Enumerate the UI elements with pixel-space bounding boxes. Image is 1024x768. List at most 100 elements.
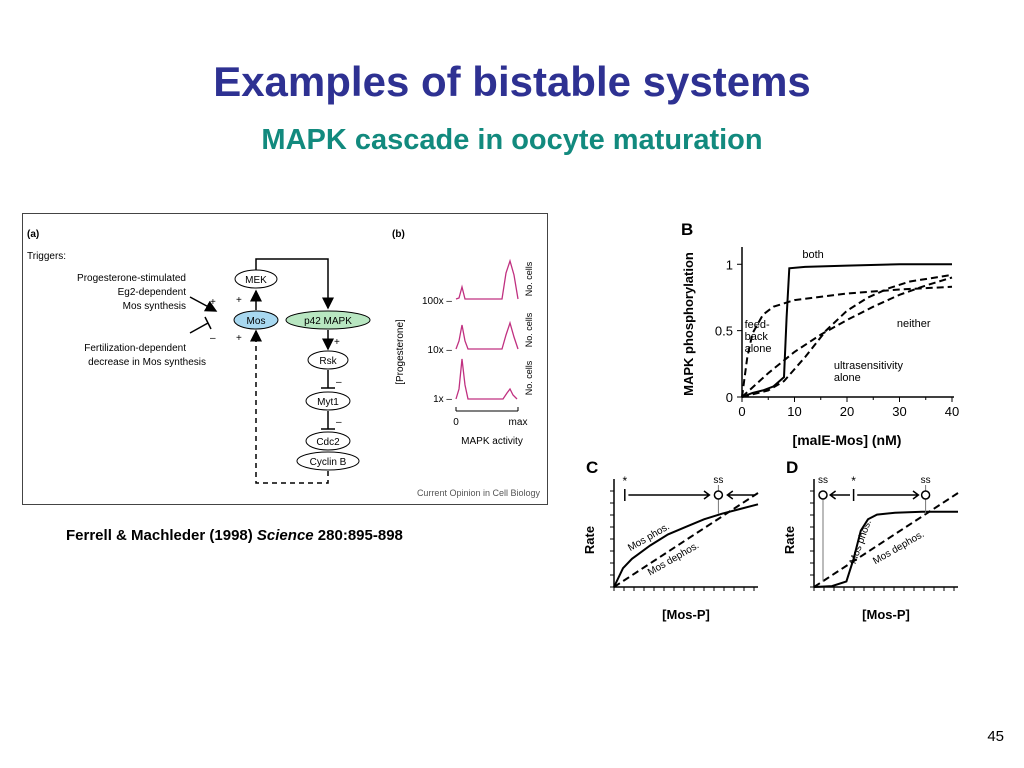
trigger1-line3: Mos synthesis [123,301,186,312]
chart-c-series-line [613,492,759,588]
citation: Ferrell & Machleder (1998) Science 280:8… [66,527,403,544]
citation-journal: Science [256,527,314,544]
chart-b-annotation-neither: neither [897,318,931,330]
mos-label: Mos [247,316,266,327]
chart-c-ss-label: ss [713,475,723,486]
chart-d-arrow-right [857,490,920,500]
panel-b-xaxis [455,407,519,412]
chart-b: B 0 10 20 30 40 0 0.5 1 MAPK phosphorylation [malE… [681,220,959,448]
page-number: 45 [987,728,1004,745]
chart-d-ylabel: Rate [782,526,797,554]
trigger1-line1: Progesterone-stimulated [77,273,186,284]
mos-node [233,310,279,330]
chart-b-xtick-label: 10 [787,404,801,419]
panel-b-xtick-0: 0 [453,417,459,428]
chart-c-ss-marker [713,490,724,500]
chart-d-phos-label: Mos phos. [848,518,874,565]
trigger2-line1: Fertilization-dependent [84,343,186,354]
chart-c-panel-label: C [586,458,598,477]
chart-b-ylabel: MAPK phosphorylation [681,252,696,396]
row-100x: 100x – [422,296,452,307]
feedback-plus: + [236,333,242,344]
panel-b-xtick-max: max [509,417,528,428]
chart-d-dephos-label: Mos dephos. [871,529,926,567]
mek-to-p42-edge [255,258,334,310]
chart-b-series-line [741,276,953,398]
citation-ref: 280:895-898 [313,527,403,544]
row-label-100x: No. cells [524,261,534,296]
trigger2-minus: – [210,333,216,344]
trigger1-line2: Eg2-dependent [118,287,187,298]
chart-c-arrow-left [726,490,755,500]
chart-b-annotation-ultrasensitivity: ultrasensitivity [834,360,904,372]
row-1x: 1x – [433,394,452,405]
chart-c-star: * [622,474,627,488]
p42-label: p42 MAPK [304,316,352,327]
chart-d-ss-left-marker [818,490,828,500]
figure-credit: Current Opinion in Cell Biology [417,488,541,498]
panel-b-label: (b) [392,229,405,240]
myt1-label: Myt1 [317,397,339,408]
panel-a-label: (a) [27,229,39,240]
chart-c-dephos-label: Mos dephos. [646,540,701,578]
chart-b-annotation-feedback: back [745,331,769,343]
trigger1-plus: + [210,297,216,308]
chart-b-xtick-label: 0 [738,404,745,419]
myt1-node [305,391,351,411]
chart-b-annotation-ultrasensitivity: alone [834,372,861,384]
feedback-edge [250,329,329,484]
chart-b-annotation-feedback: alone [745,343,772,355]
panel-b-ylabel: [Progesterone] [395,319,406,385]
row-label-10x: No. cells [524,312,534,347]
cdc2-node [305,431,351,451]
chart-b-ytick-label: 0.5 [715,324,733,339]
rsk-to-myt1-edge [321,370,335,389]
chart-b-panel-label: B [681,220,693,239]
chart-c-phos-label: Mos phos. [626,521,671,554]
chart-d-panel-label: D [786,458,798,477]
chart-d-series-line [813,510,958,588]
cyclin-node [296,451,360,471]
mos-mek-plus: + [236,295,242,306]
chart-b-annotation-both: both [802,249,823,261]
trigger2-inhibit [189,316,212,334]
myt1-to-cdc2-edge [321,411,335,430]
chart-b-xlabel: [malE-Mos] (nM) [793,432,902,448]
slide-title: Examples of bistable systems [213,58,811,105]
chart-d-ss-label: ss [921,475,931,486]
chart-b-ytick-label: 0 [726,390,733,405]
histogram-100x [455,258,519,300]
cdc2-label: Cdc2 [316,437,340,448]
trigger1-arrow [189,296,218,312]
chart-d-series-line [813,492,959,588]
chart-d-xlabel: [Mos-P] [862,607,910,622]
p42-rsk-plus: + [334,337,340,348]
chart-b-xtick-label: 40 [945,404,959,419]
cyclin-label: Cyclin B [310,457,347,468]
trigger2-line2: decrease in Mos synthesis [88,357,206,368]
chart-b-series-line [741,263,952,398]
citation-authors: Ferrell & Machleder (1998) [66,527,257,544]
p42-node [285,310,371,330]
rsk-myt1-minus: – [336,377,342,388]
chart-c-arrow-right [628,490,711,500]
network-figure: (a) Triggers: Progesterone-stimulated Eg… [22,213,548,505]
slide-subtitle: MAPK cascade in oocyte maturation [261,124,763,156]
rsk-node [307,350,349,370]
chart-b-series-line [741,273,953,398]
chart-b-xtick-label: 20 [840,404,854,419]
chart-b-annotation-feedback: feed- [745,319,770,331]
myt1-cdc2-minus: – [336,417,342,428]
chart-c-series-line [613,503,759,588]
chart-b-ytick-label: 1 [726,257,733,272]
chart-d-arrow-left [828,490,850,500]
chart-c-ylabel: Rate [582,526,597,554]
row-label-1x: No. cells [524,360,534,395]
histogram-1x [455,358,518,400]
chart-b-xtick-label: 30 [892,404,906,419]
histogram-10x [455,320,519,350]
chart-d-ss-left-label: ss [818,475,828,486]
row-10x: 10x – [428,345,453,356]
panel-b-xlabel: MAPK activity [461,436,523,447]
